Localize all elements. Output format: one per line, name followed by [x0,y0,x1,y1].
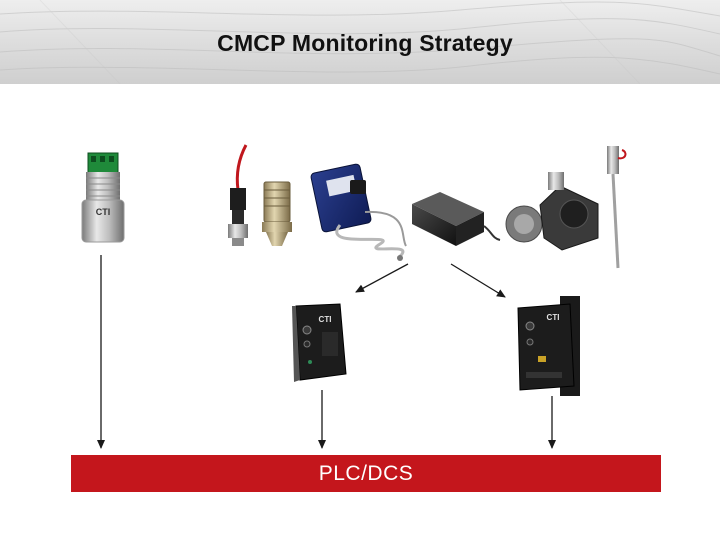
arrow-box-to-left-transmitter [355,263,409,293]
title-band: CMCP Monitoring Strategy [0,0,720,84]
transmitter-right-brand-mark: CTI [547,313,560,322]
slide-title: CMCP Monitoring Strategy [217,30,513,56]
plc-dcs-label: PLC/DCS [318,461,414,485]
arrow-box-to-right-transmitter [450,263,506,298]
transmitter-left-brand-mark: CTI [319,315,332,324]
accelerometer-brand-mark: CTI [96,207,111,217]
title-band-texture [0,0,720,84]
connection-arrows [97,255,556,449]
cabled-vibration-sensors-icon [228,144,292,246]
blue-junction-box-icon [310,163,407,261]
plc-dcs-bar: PLC/DCS [71,455,661,492]
accelerometer-sensor-icon: CTI [81,152,125,243]
black-enclosure-box-icon [412,192,501,246]
transmitter-module-left-icon: CTI [292,303,347,382]
temperature-probe-housing-icon [505,146,627,269]
transmitter-module-right-icon: CTI [517,296,580,396]
